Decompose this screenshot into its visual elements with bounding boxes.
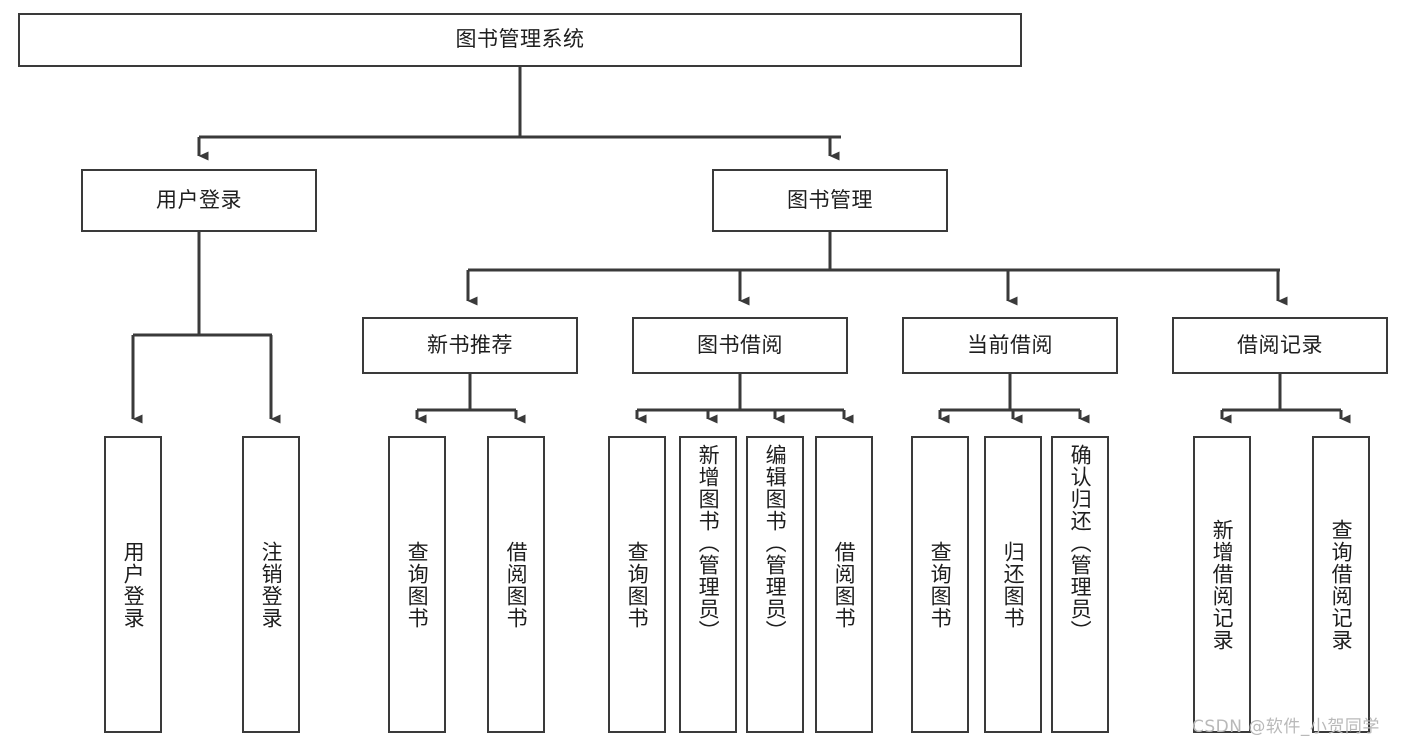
- leaf-query-book-1-label: 查询图书: [405, 540, 430, 629]
- node-new-book-rec-label: 新书推荐: [427, 332, 513, 357]
- leaf-return-book-label: 归还图书: [1001, 540, 1026, 629]
- node-new-book-rec[interactable]: 新书推荐: [362, 317, 578, 374]
- leaf-query-book-3-label: 查询图书: [928, 540, 953, 629]
- node-root-label: 图书管理系统: [455, 27, 585, 52]
- node-current-borrow-label: 当前借阅: [967, 332, 1053, 357]
- leaf-confirm-return-admin-label: 确认归还（管理员）: [1068, 444, 1093, 642]
- leaf-logout[interactable]: 注销登录: [242, 436, 300, 733]
- node-borrow-record[interactable]: 借阅记录: [1172, 317, 1388, 374]
- node-current-borrow[interactable]: 当前借阅: [902, 317, 1118, 374]
- node-book-borrow[interactable]: 图书借阅: [632, 317, 848, 374]
- leaf-query-book-2[interactable]: 查询图书: [608, 436, 666, 733]
- leaf-borrow-book-2[interactable]: 借阅图书: [815, 436, 873, 733]
- node-book-manage-label: 图书管理: [787, 187, 873, 212]
- node-borrow-record-label: 借阅记录: [1237, 332, 1323, 357]
- node-book-manage[interactable]: 图书管理: [712, 169, 948, 232]
- leaf-add-book-admin[interactable]: 新增图书（管理员）: [679, 436, 737, 733]
- leaf-user-login[interactable]: 用户登录: [104, 436, 162, 733]
- leaf-add-book-admin-label: 新增图书（管理员）: [696, 444, 721, 642]
- leaf-borrow-book-1[interactable]: 借阅图书: [487, 436, 545, 733]
- leaf-return-book[interactable]: 归还图书: [984, 436, 1042, 733]
- leaf-borrow-book-1-label: 借阅图书: [504, 540, 529, 629]
- node-root[interactable]: 图书管理系统: [18, 13, 1022, 67]
- leaf-query-borrow-record-label: 查询借阅记录: [1329, 518, 1354, 651]
- leaf-query-borrow-record[interactable]: 查询借阅记录: [1312, 436, 1370, 733]
- leaf-query-book-2-label: 查询图书: [625, 540, 650, 629]
- node-book-borrow-label: 图书借阅: [697, 332, 783, 357]
- leaf-query-book-1[interactable]: 查询图书: [388, 436, 446, 733]
- leaf-user-login-label: 用户登录: [121, 540, 146, 629]
- leaf-add-borrow-record-label: 新增借阅记录: [1210, 518, 1235, 651]
- leaf-logout-label: 注销登录: [259, 540, 284, 629]
- node-user-login-label: 用户登录: [156, 187, 242, 212]
- leaf-add-borrow-record[interactable]: 新增借阅记录: [1193, 436, 1251, 733]
- leaf-confirm-return-admin[interactable]: 确认归还（管理员）: [1051, 436, 1109, 733]
- leaf-edit-book-admin[interactable]: 编辑图书（管理员）: [746, 436, 804, 733]
- leaf-borrow-book-2-label: 借阅图书: [832, 540, 857, 629]
- leaf-query-book-3[interactable]: 查询图书: [911, 436, 969, 733]
- leaf-edit-book-admin-label: 编辑图书（管理员）: [763, 444, 788, 642]
- node-user-login[interactable]: 用户登录: [81, 169, 317, 232]
- csdn-watermark: CSDN @软件_小贺同学: [1192, 717, 1380, 737]
